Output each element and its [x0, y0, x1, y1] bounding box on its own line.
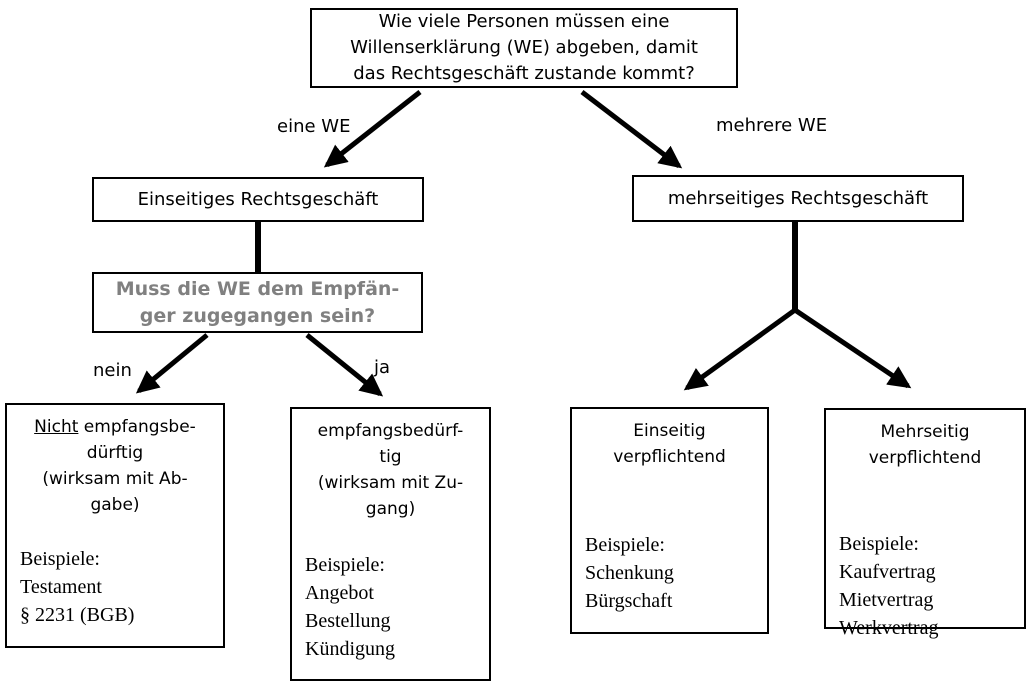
example-item: Angebot	[305, 582, 374, 604]
root-question-box: Wie viele Personen müssen eine Willenser…	[310, 8, 738, 88]
arrow-subquestion-ja	[305, 333, 384, 397]
examples-list: Beispiele: Angebot Bestellung Kündigung	[305, 551, 483, 663]
arrow-root-to-mehrseitig	[580, 90, 683, 169]
title-line: tig	[379, 447, 402, 467]
example-item: Testament	[20, 576, 102, 598]
underlined-word: Nicht	[34, 417, 79, 437]
title-line: empfangsbedürf-	[317, 421, 464, 441]
example-item: Schenkung	[585, 562, 674, 584]
einseitiges-rechtsgeschaeft-label: Einseitiges Rechtsgeschäft	[137, 189, 379, 210]
title-line: verpflichtend	[613, 447, 726, 467]
root-question-line: das Rechtsgeschäft zustande kommt?	[353, 63, 695, 84]
examples-label: Beispiele:	[585, 534, 665, 556]
einseitig-verpflichtend-box: Einseitig verpflichtend Beispiele: Schen…	[570, 407, 769, 634]
arrow-subquestion-nein	[135, 333, 209, 394]
nicht-empfangsbeduerftig-box: Nicht empfangsbe- dürftig (wirksam mit A…	[5, 403, 225, 648]
arrow-mehrseitig-to-einseitig-verpflichtend	[683, 307, 797, 391]
branch-label-eine-we: eine WE	[277, 116, 351, 137]
title-line: gabe)	[90, 495, 140, 515]
title-line: Mehrseitig	[880, 422, 970, 442]
mehrseitiges-rechtsgeschaeft-box: mehrseitiges Rechtsgeschäft	[632, 175, 964, 222]
branch-label-nein: nein	[93, 360, 132, 381]
examples-label: Beispiele:	[20, 548, 100, 570]
einseitig-verpflichtend-title: Einseitig verpflichtend	[572, 409, 767, 470]
example-item: Werkvertrag	[839, 617, 939, 639]
examples-list: Beispiele: Testament § 2231 (BGB)	[20, 545, 217, 629]
root-question-line: Willenserklärung (WE) abgeben, damit	[350, 37, 698, 58]
example-item: Bürgschaft	[585, 590, 673, 612]
title-line: Einseitig	[633, 421, 706, 441]
example-item: Kündigung	[305, 638, 395, 660]
empfangsbeduerftig-box: empfangsbedürf- tig (wirksam mit Zu- gan…	[290, 407, 491, 681]
example-item: Mietvertrag	[839, 589, 934, 611]
title-line: verpflichtend	[868, 448, 982, 468]
title-line: dürftig	[86, 443, 144, 463]
title-line: gang)	[365, 499, 416, 519]
arrow-mehrseitig-to-mehrseitig-verpflichtend	[793, 307, 912, 389]
mehrseitig-verpflichtend-box: Mehrseitig verpflichtend Beispiele: Kauf…	[824, 408, 1026, 639]
zugang-question-box: Muss die WE dem Empfän- ger zugegangen s…	[92, 272, 423, 333]
example-item: Kaufvertrag	[839, 561, 936, 583]
title-line: Nicht empfangsbe-	[7, 414, 223, 440]
examples-label: Beispiele:	[839, 533, 919, 555]
branch-label-mehrere-we: mehrere WE	[716, 115, 828, 136]
zugang-question-line: Muss die WE dem Empfän-	[115, 277, 400, 300]
examples-label: Beispiele:	[305, 554, 385, 576]
title-line-rest: empfangsbe-	[83, 417, 196, 437]
example-item: Bestellung	[305, 610, 391, 632]
branch-label-ja: ja	[374, 357, 391, 378]
examples-list: Beispiele: Kaufvertrag Mietvertrag Werkv…	[839, 530, 1018, 642]
mehrseitig-verpflichtend-title: Mehrseitig verpflichtend	[826, 410, 1024, 471]
mehrseitiges-rechtsgeschaeft-label: mehrseitiges Rechtsgeschäft	[667, 188, 929, 209]
title-line: (wirksam mit Ab-	[42, 469, 188, 489]
einseitiges-rechtsgeschaeft-box: Einseitiges Rechtsgeschäft	[92, 177, 424, 222]
zugang-question-line: ger zugegangen sein?	[139, 304, 376, 327]
empfangsbeduerftig-title: empfangsbedürf- tig (wirksam mit Zu- gan…	[292, 409, 489, 522]
nicht-empfangsbeduerftig-title: Nicht empfangsbe- dürftig (wirksam mit A…	[7, 405, 223, 518]
example-item: § 2231 (BGB)	[20, 604, 135, 626]
root-question-line: Wie viele Personen müssen eine	[378, 11, 670, 32]
title-line: (wirksam mit Zu-	[317, 473, 464, 493]
examples-list: Beispiele: Schenkung Bürgschaft	[585, 531, 761, 615]
